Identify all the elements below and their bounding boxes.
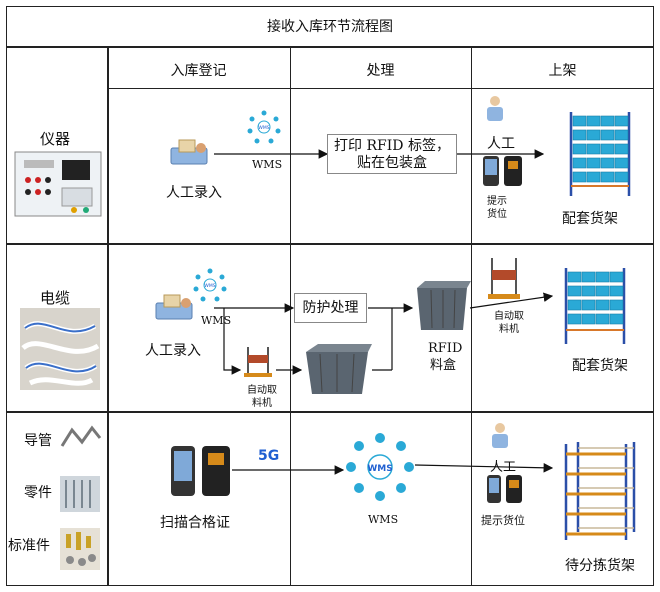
part-image	[60, 476, 100, 512]
outer-frame	[6, 6, 654, 586]
manual-entry-label: 人工录入	[166, 185, 222, 201]
header-process: 处理	[366, 63, 395, 79]
worker-label-2: 人工	[490, 460, 517, 475]
sorting-shelf-icon	[564, 442, 636, 540]
wms-label-2: WMS	[201, 314, 232, 327]
grid-line	[6, 46, 654, 48]
manual-entry-icon	[170, 139, 208, 165]
row-label-cable: 电缆	[40, 289, 71, 307]
worker-icon	[487, 96, 503, 121]
print-rfid-line1: 打印 RFID 标签，	[334, 138, 450, 154]
worker-label: 人工	[487, 136, 515, 152]
wms-label: WMS	[252, 158, 283, 171]
page-title: 接收入库环节流程图	[267, 19, 393, 35]
shelf-icon-2	[564, 268, 626, 344]
scan-certificate-label: 扫描合格证	[160, 515, 230, 531]
worker-icon-2	[492, 423, 508, 448]
auto-picker-icon-2	[488, 258, 520, 299]
rfid-bin-label: RFID料盒	[428, 341, 463, 373]
grid-line	[107, 46, 109, 586]
rfid-bin-icon	[417, 281, 471, 330]
grid-line	[471, 46, 472, 586]
svg-text:WMS: WMS	[258, 125, 269, 131]
instrument-image	[14, 151, 102, 217]
row-label-conduit: 导管	[24, 433, 52, 449]
handheld-scanner-icon-2	[171, 446, 230, 496]
grid-line	[290, 46, 291, 586]
hint-location-label-2: 提示货位	[481, 514, 525, 527]
auto-picker-label: 自动取料机	[247, 385, 277, 409]
shelf-label: 配套货架	[562, 211, 618, 227]
grid-line	[6, 243, 654, 245]
print-rfid-box: 打印 RFID 标签， 贴在包装盒	[327, 134, 457, 174]
arrow-wms-to-picker	[223, 308, 242, 375]
grid-line	[6, 411, 654, 413]
sorting-shelf-label: 待分拣货架	[565, 558, 635, 574]
hint-location-label: 提示货位	[487, 196, 507, 220]
header-shelve: 上架	[548, 63, 577, 79]
row-label-instrument: 仪器	[40, 130, 71, 148]
svg-text:WMS: WMS	[367, 464, 392, 474]
cable-image	[20, 308, 100, 390]
manual-entry-label-2: 人工录入	[145, 343, 201, 359]
protection-box: 防护处理	[294, 293, 367, 323]
shelf-label-2: 配套货架	[572, 358, 628, 374]
row-label-standard: 标准件	[8, 538, 50, 554]
wms-network-icon-2: WMS	[193, 268, 227, 302]
arrow-rfid-to-shelf	[469, 292, 554, 309]
handheld-scanner-icon-3	[487, 475, 522, 503]
grid-line	[107, 88, 654, 89]
auto-picker-icon	[244, 347, 272, 377]
wms-network-icon: WMS	[247, 110, 281, 144]
conduit-image	[60, 425, 102, 447]
manual-entry-icon-2	[155, 294, 193, 320]
wms-network-icon-3: WMS	[346, 433, 414, 501]
row-label-part: 零件	[24, 485, 52, 501]
auto-picker-label-2: 自动取料机	[494, 311, 524, 335]
shelf-icon	[569, 112, 631, 196]
wms-label-3: WMS	[368, 513, 399, 526]
svg-text:WMS: WMS	[204, 283, 215, 289]
network-5g-label: 5G	[258, 448, 280, 464]
standard-part-image	[60, 528, 100, 570]
print-rfid-line2: 贴在包装盒	[357, 155, 427, 171]
arrow-wms-to-sortshelf	[414, 463, 554, 473]
bin-icon	[306, 344, 372, 394]
header-register: 入库登记	[170, 63, 227, 79]
handheld-scanner-icon	[483, 156, 522, 186]
